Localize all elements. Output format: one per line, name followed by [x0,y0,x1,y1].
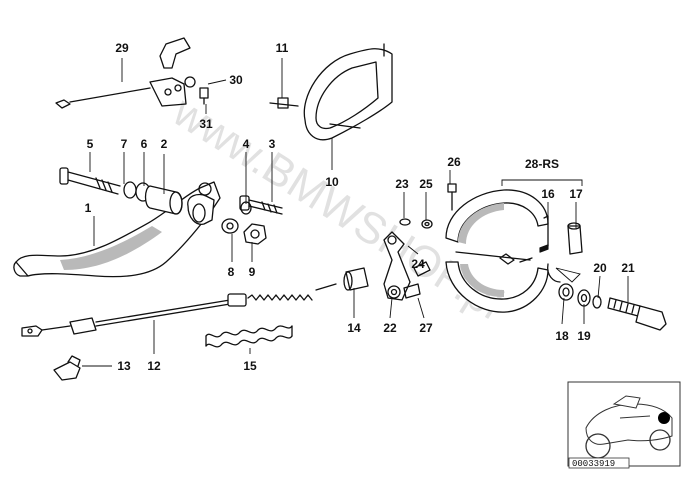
callout-18: 18 [555,329,569,343]
callout-29: 29 [115,41,129,55]
callout-16: 16 [541,187,555,201]
callout-15: 15 [243,359,257,373]
rubber-boot-icon [205,325,293,348]
callout-20: 20 [593,261,607,275]
callout-9: 9 [249,265,256,279]
callout-3: 3 [269,137,276,151]
brake-light-switch-icon [55,37,209,109]
callout-4: 4 [243,137,250,151]
callout-26: 26 [447,155,461,169]
callout-6: 6 [141,137,148,151]
diagram-code: 00033919 [572,459,615,469]
bolt-and-nut-icon [221,195,283,245]
callout-24: 24 [411,257,425,271]
brake-pedal-lever-icon [13,181,221,278]
inset-thumbnail: 00033919 [567,381,681,469]
callout-11: 11 [276,41,289,55]
callout-28-rs: 28-RS [525,157,559,171]
callout-25: 25 [419,177,433,191]
callout-14: 14 [347,321,361,335]
callout-1: 1 [85,201,92,215]
callout-13: 13 [117,359,131,373]
callout-10: 10 [325,175,339,189]
brake-cable-icon [21,283,337,337]
brake-arm-icon [383,231,431,301]
callout-19: 19 [577,329,591,343]
callout-23: 23 [395,177,409,191]
callout-30: 30 [229,73,243,87]
callout-8: 8 [228,265,235,279]
sleeve-icon [343,267,369,291]
callout-7: 7 [121,137,128,151]
pedal-pivot-bolt-icon [59,167,215,225]
callout-labels: 1 2 3 4 5 6 7 8 9 10 11 12 13 14 15 16 1… [85,41,635,373]
cable-clip-icon [53,355,81,381]
callout-2: 2 [161,137,168,151]
callout-22: 22 [383,321,397,335]
washer-and-pin-icon [558,283,667,331]
small-fixings-icon [399,183,457,229]
leader-lines [82,58,629,367]
cover-plate-icon [269,43,393,141]
callout-5: 5 [87,137,94,151]
callout-17: 17 [569,187,583,201]
callout-27: 27 [419,321,433,335]
brake-shoe-set-icon [445,179,583,313]
callout-21: 21 [621,261,635,275]
callout-12: 12 [147,359,161,373]
callout-31: 31 [199,117,213,131]
